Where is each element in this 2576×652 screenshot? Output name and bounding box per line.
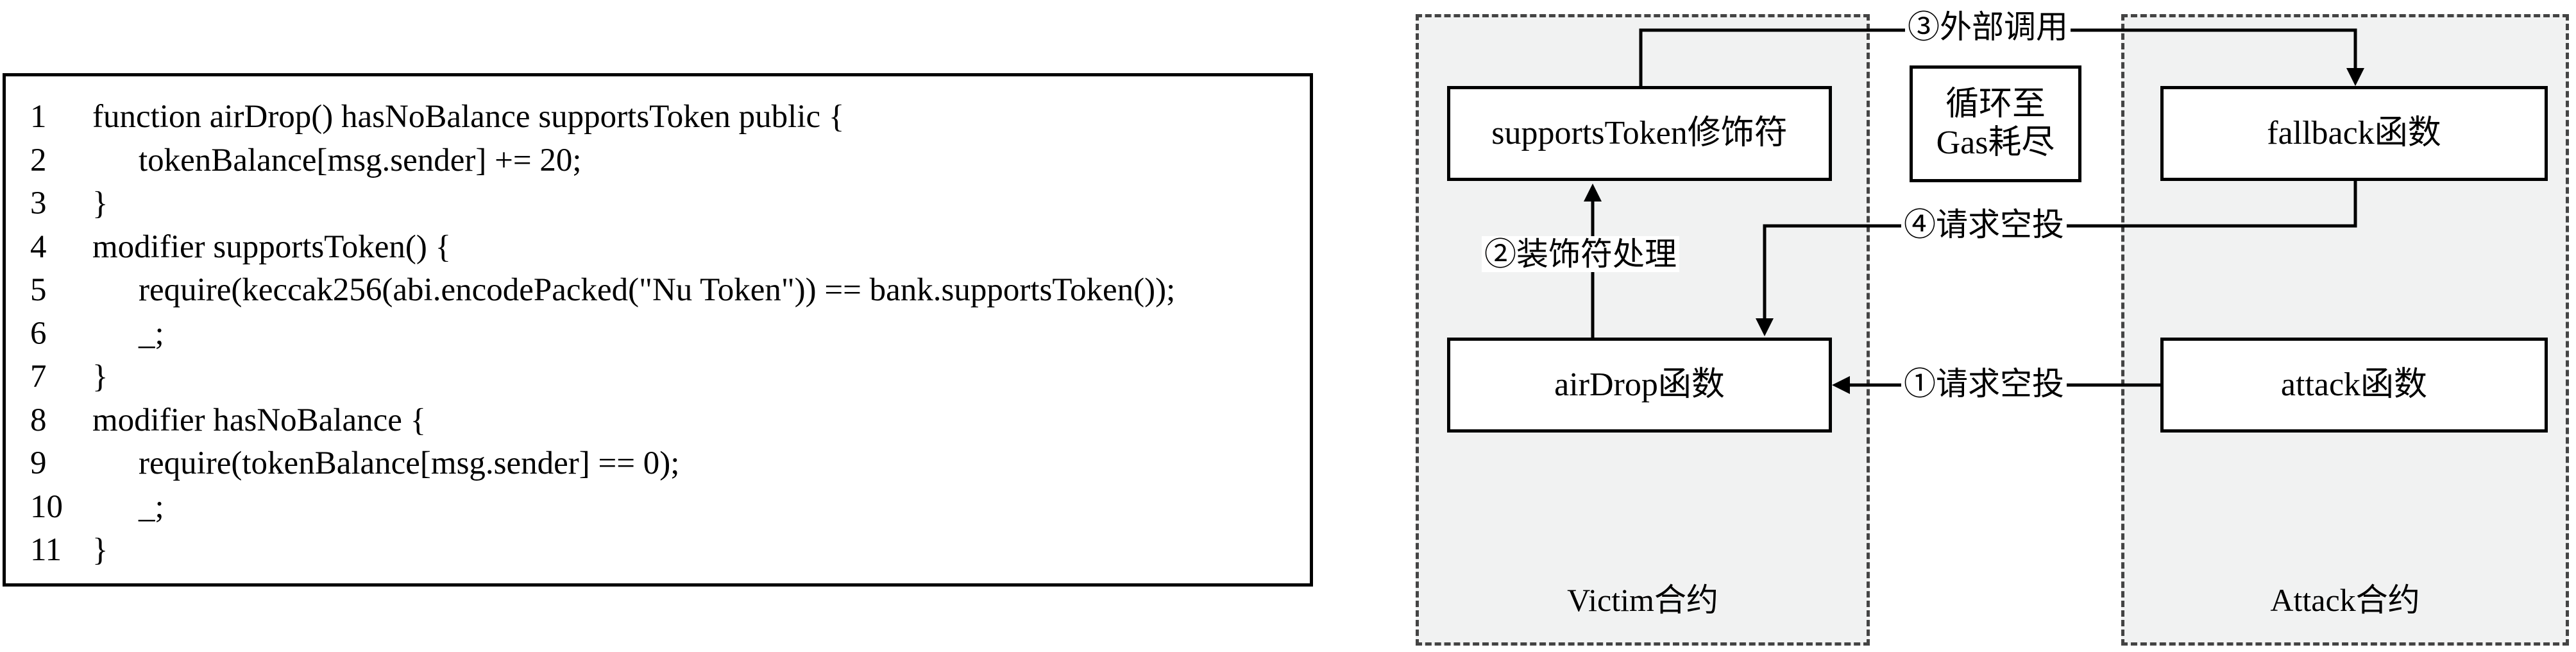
code-line: 1 function airDrop() hasNoBalance support… — [6, 96, 1310, 138]
code-text: _; — [139, 488, 164, 525]
line-number: 10 — [30, 488, 63, 525]
line-number: 8 — [30, 402, 47, 438]
code-text: function airDrop() hasNoBalance supports… — [92, 99, 845, 135]
line-number: 5 — [30, 272, 47, 308]
loop-until-gas-exhausted-node: 循环至 Gas耗尽 — [1910, 65, 2081, 182]
code-text: } — [92, 359, 108, 395]
code-line: 2 tokenBalance[msg.sender] += 20; — [6, 139, 1310, 182]
attack-function-node: attack函数 — [2160, 338, 2548, 433]
code-text: _; — [139, 315, 164, 352]
code-line: 7} — [6, 356, 1310, 398]
code-line: 8 modifier hasNoBalance { — [6, 399, 1310, 442]
code-text: require(tokenBalance[msg.sender] == 0); — [139, 445, 680, 481]
supports-token-modifier-node: supportsToken修饰符 — [1447, 86, 1832, 181]
edge-label-step3: ③外部调用 — [1905, 9, 2071, 45]
line-number: 9 — [30, 445, 47, 481]
line-number: 11 — [30, 532, 62, 568]
code-text: } — [92, 185, 108, 221]
code-text: require(keccak256(abi.encodePacked("Nu T… — [139, 272, 1176, 308]
edge-label-step1: ①请求空投 — [1901, 366, 2067, 402]
line-number: 1 — [30, 99, 47, 135]
airdrop-function-node: airDrop函数 — [1447, 338, 1832, 433]
line-number: 4 — [30, 228, 47, 265]
fallback-function-node: fallback函数 — [2160, 86, 2548, 181]
code-text: } — [92, 532, 108, 568]
code-text: tokenBalance[msg.sender] += 20; — [139, 142, 582, 178]
code-line: 4 modifier supportsToken() { — [6, 226, 1310, 268]
code-listing: 1 function airDrop() hasNoBalance support… — [3, 73, 1313, 587]
victim-contract-label: Victim合约 — [1567, 582, 1718, 618]
line-number: 6 — [30, 315, 47, 352]
code-text: modifier supportsToken() { — [92, 228, 452, 265]
edge-label-step2: ②装饰符处理 — [1482, 236, 1679, 272]
code-line: 10 _; — [6, 486, 1310, 528]
code-line: 11} — [6, 529, 1310, 571]
code-line: 6 _; — [6, 313, 1310, 355]
attack-contract-label: Attack合约 — [2270, 582, 2420, 618]
line-number: 7 — [30, 359, 47, 395]
line-number: 3 — [30, 185, 47, 221]
line-number: 2 — [30, 142, 47, 178]
code-line: 5 require(keccak256(abi.encodePacked("Nu … — [6, 269, 1310, 311]
code-line: 3} — [6, 182, 1310, 225]
edge-label-step4: ④请求空投 — [1901, 207, 2067, 243]
code-line: 9 require(tokenBalance[msg.sender] == 0); — [6, 442, 1310, 485]
code-text: modifier hasNoBalance { — [92, 402, 427, 438]
